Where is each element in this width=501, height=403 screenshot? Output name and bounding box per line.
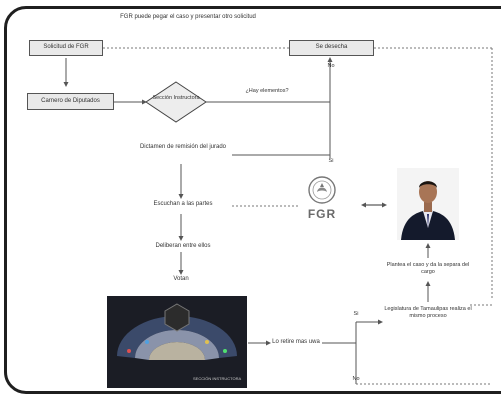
top-note: FGR puede pegar el caso y presentar otro…	[120, 14, 256, 20]
official-photo	[397, 168, 459, 240]
label-si-bottom: Si	[353, 311, 359, 317]
node-plantea: Plantea el caso y da la separa del cargo	[386, 262, 470, 275]
node-dictamen: Dictamen de remisión del jurado	[139, 144, 227, 150]
node-deliberan: Deliberan entre ellos	[155, 243, 211, 249]
node-se-desecha: Se desecha	[289, 40, 374, 56]
node-legislatura: Legislatura de Tamaulipas realiza el mis…	[384, 306, 472, 319]
node-seccion: Sección Instructora	[152, 95, 200, 101]
label-no-bottom: No	[352, 376, 360, 382]
decision-diamond	[145, 81, 207, 123]
label-hay-elementos: ¿Hay elementos?	[245, 88, 289, 94]
label-no-top: No	[327, 63, 335, 69]
fgr-label: FGR	[307, 207, 337, 221]
congress-photo: SECCIÓN INSTRUCTORA	[107, 296, 247, 388]
fgr-logo: FGR	[298, 175, 346, 233]
label-si-mid: Si	[328, 158, 334, 164]
eagle-seal-icon	[308, 176, 336, 204]
node-solicitud: Solicitud de FGR	[29, 40, 103, 56]
node-lo-retire: Lo retire mas uwa	[272, 339, 320, 345]
diagram-frame	[4, 6, 501, 394]
node-votan: Votan	[173, 276, 189, 282]
node-escuchan: Escuchan a las partes	[153, 201, 213, 207]
node-carnero: Carnero de Diputados	[27, 93, 114, 110]
chamber-illustration	[107, 296, 247, 388]
photo-caption: SECCIÓN INSTRUCTORA	[193, 376, 242, 381]
